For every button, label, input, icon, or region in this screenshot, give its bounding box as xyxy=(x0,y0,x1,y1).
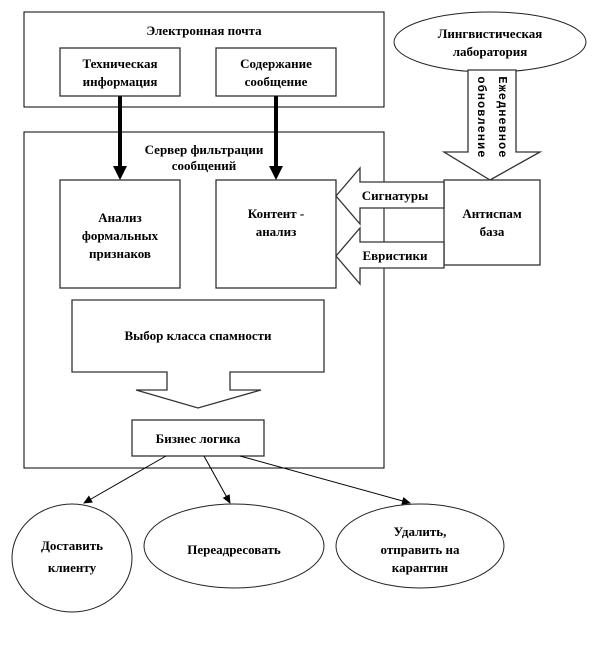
vertical-letter: б xyxy=(474,85,489,92)
outcome-delete-ellipse xyxy=(335,503,505,589)
formal-analysis-line-2: формальных xyxy=(82,228,159,243)
outcome-delete-line-2: отправить на xyxy=(381,542,460,557)
vertical-letter: в xyxy=(474,109,488,116)
vertical-letter: д xyxy=(495,101,509,108)
vertical-letter: ж xyxy=(495,85,509,93)
outcome-forward-label: Переадресовать xyxy=(187,542,281,557)
outcome-delete-line-3: карантин xyxy=(392,560,449,575)
outcome-deliver-line-2: клиенту xyxy=(48,560,97,575)
connector-to-deliver xyxy=(83,455,167,504)
vertical-letter: н xyxy=(495,134,509,141)
vertical-letter: е xyxy=(495,150,509,157)
connector-to-delete xyxy=(239,455,411,505)
business-logic-box: Бизнес логика xyxy=(131,419,265,457)
vertical-letter: л xyxy=(474,117,488,124)
antispam-base-box: Антиспам база xyxy=(443,179,541,266)
spam-class-selection-shape xyxy=(71,299,325,409)
signatures-arrow: Сигнатуры xyxy=(335,166,445,226)
tech-info-line-2: информация xyxy=(83,74,158,89)
antispam-base-frame xyxy=(443,179,541,266)
tech-info-line-1: Техническая xyxy=(82,56,157,71)
antispam-base-line-2: база xyxy=(480,224,505,239)
business-logic-frame xyxy=(131,419,265,457)
linguistic-lab: Лингвистическая лаборатория xyxy=(393,11,587,73)
vertical-letter: о xyxy=(495,142,509,149)
content-to-analysis-arrowhead xyxy=(269,166,283,180)
spam-class-selection-label: Выбор класса спамности xyxy=(124,328,272,343)
outcome-deliver-line-1: Доставить xyxy=(41,538,103,553)
heuristics-arrow-shape xyxy=(335,226,445,286)
spam-class-selection-callout: Выбор класса спамности xyxy=(71,299,325,409)
vertical-letter: н xyxy=(474,134,488,141)
formal-analysis-line-1: Анализ xyxy=(98,210,142,225)
vertical-letter: и xyxy=(474,142,488,149)
tech-info-box: Техническая информация xyxy=(59,47,181,97)
server-title-line-1: Сервер фильтрации xyxy=(145,142,264,157)
server-container: Сервер фильтрации сообщений Анализ форма… xyxy=(23,131,385,469)
outcome-forward: Переадресовать xyxy=(143,503,325,589)
vertical-letter: в xyxy=(495,126,509,133)
linguistic-lab-line-2: лаборатория xyxy=(453,44,527,59)
formal-analysis-frame xyxy=(59,179,181,289)
signatures-arrow-label: Сигнатуры xyxy=(362,188,429,203)
vertical-letter: е xyxy=(474,126,488,133)
server-title-line-2: сообщений xyxy=(172,158,237,173)
content-analysis-line-2: анализ xyxy=(256,224,297,239)
formal-analysis-box: Анализ формальных признаков xyxy=(59,179,181,289)
message-content-line-2: сообщение xyxy=(245,74,308,89)
tech-info-frame xyxy=(59,47,181,97)
outcome-deliver: Доставить клиенту xyxy=(11,503,133,613)
connector-to-forward xyxy=(203,455,231,504)
content-analysis-frame xyxy=(215,179,337,289)
linguistic-lab-ellipse xyxy=(393,11,587,73)
daily-update-arrow-shape xyxy=(441,69,543,181)
outcome-forward-ellipse xyxy=(143,503,325,589)
formal-analysis-line-3: признаков xyxy=(89,246,151,261)
outcome-deliver-ellipse xyxy=(11,503,133,613)
vertical-letter: о xyxy=(474,76,488,83)
content-analysis-box: Контент - анализ xyxy=(215,179,337,289)
vertical-letter: н xyxy=(474,93,488,100)
signatures-arrow-shape xyxy=(335,166,445,226)
vertical-letter: е xyxy=(474,150,488,157)
vertical-letter: о xyxy=(474,101,488,108)
content-analysis-line-1: Контент - xyxy=(248,206,304,221)
vertical-letter: Е xyxy=(495,76,509,83)
vertical-letter: е xyxy=(495,93,509,100)
email-container: Электронная почта Техническая информация… xyxy=(23,11,385,108)
business-logic-label: Бизнес логика xyxy=(156,431,241,446)
heuristics-arrow-label: Евристики xyxy=(362,248,428,263)
email-container-dotted-edge xyxy=(23,12,385,108)
message-content-line-1: Содержание xyxy=(240,56,312,71)
message-content-box: Содержание сообщение xyxy=(215,47,337,97)
outcome-delete-line-1: Удалить, xyxy=(394,524,447,539)
tech-to-formal-arrowhead xyxy=(113,166,127,180)
linguistic-lab-line-1: Лингвистическая xyxy=(438,26,543,41)
outcome-delete: Удалить, отправить на карантин xyxy=(335,503,505,589)
heuristics-arrow: Евристики xyxy=(335,226,445,286)
antispam-base-line-1: Антиспам xyxy=(462,206,522,221)
email-container-title: Электронная почта xyxy=(146,23,262,38)
vertical-letter: н xyxy=(495,109,509,116)
vertical-letter: е xyxy=(495,117,509,124)
